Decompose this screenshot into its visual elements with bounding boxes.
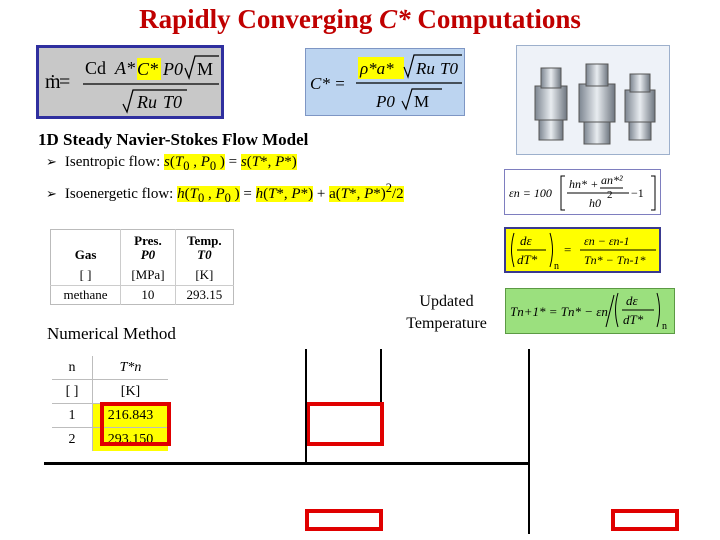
placeholder-box xyxy=(305,509,383,531)
temp-value: 293.15 xyxy=(175,284,234,305)
table-row: 1 xyxy=(52,403,93,428)
n-unit: [ ] xyxy=(52,379,93,404)
svg-text:n: n xyxy=(662,321,667,332)
placeholder-box xyxy=(306,402,384,446)
svg-text:+: + xyxy=(591,177,598,191)
svg-text:Cd: Cd xyxy=(85,58,106,78)
svg-text:h0: h0 xyxy=(589,196,601,210)
iteration-highlight-box xyxy=(100,402,171,446)
svg-text:2: 2 xyxy=(607,189,613,201)
svg-text:M: M xyxy=(197,59,213,79)
n-header: n xyxy=(52,356,93,380)
svg-text:dε: dε xyxy=(520,233,533,248)
flow-line xyxy=(528,349,530,534)
table-row: 2 xyxy=(52,427,93,451)
svg-text:A*: A* xyxy=(114,58,135,78)
svg-text:Tn* − Tn-1*: Tn* − Tn-1* xyxy=(584,253,645,267)
temp-header: Temp.T0 xyxy=(187,233,222,263)
svg-text:dε: dε xyxy=(626,293,639,308)
pres-header: Pres.P0 xyxy=(120,229,176,267)
svg-text:Ru: Ru xyxy=(136,92,157,112)
svg-text:εn − εn-1: εn − εn-1 xyxy=(584,234,630,248)
svg-text:M: M xyxy=(414,92,429,111)
mdot-symbol: ṁ xyxy=(45,71,61,93)
mass-flow-formula: ṁ = Cd A* C* P0 M Ru T0 xyxy=(36,45,224,119)
svg-text:Tn+1* = Tn* − εn: Tn+1* = Tn* − εn xyxy=(510,304,608,319)
valve-fittings-photo xyxy=(516,45,670,155)
svg-text:C* =: C* = xyxy=(310,74,346,93)
gas-value: methane xyxy=(50,284,122,305)
pres-value: 10 xyxy=(120,284,176,305)
flow-line xyxy=(44,462,528,465)
placeholder-box xyxy=(611,509,679,531)
svg-text:n: n xyxy=(554,261,559,271)
derivative-formula: dε dT* n = εn − εn-1 Tn* − Tn-1* xyxy=(504,227,661,273)
svg-text:dT*: dT* xyxy=(623,312,644,327)
gas-header: Gas xyxy=(50,229,122,267)
section-title: 1D Steady Navier-Stokes Flow Model xyxy=(38,130,309,149)
temperature-update-formula: Tn+1* = Tn* − εn dε dT* n xyxy=(505,288,675,334)
iteration-table: n T*n [ ] [K] 1 216.843 2 293.150 xyxy=(52,356,168,451)
svg-text:P0: P0 xyxy=(375,92,395,111)
cstar-formula: C* = ρ*a* Ru T0 P0 M xyxy=(305,48,465,116)
bullet-isentropic: ➢Isentropic flow: s(T0 , P0 ) = s(T*, P*… xyxy=(46,154,297,173)
updated-temperature-label: Updated Temperature xyxy=(406,293,487,332)
svg-text:ρ*a*: ρ*a* xyxy=(359,59,394,78)
svg-text:P0: P0 xyxy=(162,59,183,79)
table-cell: 216.843 xyxy=(92,403,168,428)
arrow-bullet-icon: ➢ xyxy=(46,186,57,201)
svg-text:C*: C* xyxy=(137,59,158,79)
flow-line xyxy=(305,349,307,462)
temp-unit: [K] xyxy=(195,267,214,283)
convergence-error-formula: εn = 100 hn* + an*² 2 h0 −1 xyxy=(504,169,661,215)
svg-text:an*²: an*² xyxy=(601,173,623,187)
svg-text:hn*: hn* xyxy=(569,177,587,191)
flow-line xyxy=(380,349,382,402)
tstar-unit: [K] xyxy=(92,379,168,404)
svg-text:=: = xyxy=(564,242,571,257)
svg-text:εn = 100: εn = 100 xyxy=(509,186,552,200)
bullet-isoenergetic: ➢Isoenergetic flow: h(T0 , P0 ) = h(T*, … xyxy=(46,181,404,205)
svg-text:T0: T0 xyxy=(163,92,182,112)
numerical-method-label: Numerical Method xyxy=(47,324,176,343)
svg-text:−1: −1 xyxy=(631,186,644,200)
svg-text:dT*: dT* xyxy=(517,252,538,267)
svg-text:T0: T0 xyxy=(440,59,458,78)
gas-properties-table: Gas Pres.P0 Temp.T0 [ ] [MPa] [K] methan… xyxy=(50,229,234,305)
gas-unit: [ ] xyxy=(50,266,122,286)
svg-text:Ru: Ru xyxy=(415,59,435,78)
slide-title: Rapidly Converging C* Computations xyxy=(139,4,581,34)
arrow-bullet-icon: ➢ xyxy=(46,154,57,169)
svg-text:=: = xyxy=(59,71,70,93)
pres-unit: [MPa] xyxy=(120,266,176,286)
tstar-header: T*n xyxy=(119,359,142,375)
